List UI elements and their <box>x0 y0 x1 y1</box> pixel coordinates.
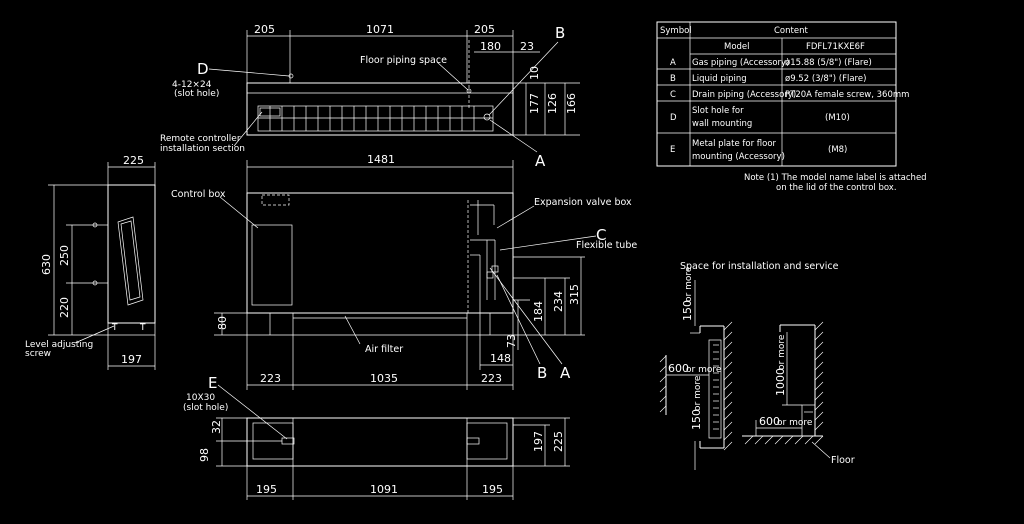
level-screw-label-1: Level adjusting <box>25 340 93 350</box>
dim-side-197: 197 <box>121 353 142 366</box>
slot-hole-label: (slot hole) <box>174 89 219 99</box>
row-d-symbol: D <box>670 113 677 123</box>
air-filter-label: Air filter <box>365 344 403 355</box>
dim-front-148: 148 <box>490 352 511 365</box>
dim-front-223b: 223 <box>481 372 502 385</box>
row-d-name-1: Slot hole for <box>692 106 744 116</box>
dim-front-315: 315 <box>568 284 581 305</box>
row-c-symbol: C <box>670 90 676 100</box>
row-b-name: Liquid piping <box>692 74 747 84</box>
marker-a-top: A <box>535 152 546 170</box>
remote-label-2: installation section <box>160 144 245 154</box>
row-e-value: (M8) <box>828 145 847 155</box>
bottom-view: 32 98 197 225 195 1091 195 E 10X30 (slot… <box>183 374 570 500</box>
dim-bottom-195a: 195 <box>256 483 277 496</box>
table-model-value: FDFL71KXE6F <box>806 42 865 52</box>
dim-side-250: 250 <box>58 245 71 266</box>
marker-a-front: A <box>560 364 571 382</box>
marker-d: D <box>197 60 209 78</box>
marker-c: C <box>596 226 606 244</box>
dim-top-177: 177 <box>528 93 541 114</box>
marker-b-top: B <box>555 24 565 42</box>
dim-top-180: 180 <box>480 40 501 53</box>
dim-top-166: 166 <box>565 93 578 114</box>
remote-label-1: Remote controller <box>160 134 241 144</box>
row-e-name-2: mounting (Accessory) <box>692 152 785 162</box>
dim-front-223a: 223 <box>260 372 281 385</box>
marker-e: E <box>208 374 217 392</box>
row-b-value: ø9.52 (3/8") (Flare) <box>785 74 866 84</box>
dim-service-150-top: 150 <box>681 300 694 321</box>
table-header-content: Content <box>774 26 808 36</box>
dim-top-23: 23 <box>520 40 534 53</box>
service-space: Space for installation and service <box>659 261 855 470</box>
note-line-2: on the lid of the control box. <box>776 183 897 193</box>
service-or-more-5: or more <box>777 418 813 428</box>
slot-hole-bottom-label: (slot hole) <box>183 403 228 413</box>
dim-top-1071: 1071 <box>366 23 394 36</box>
row-d-name-2: wall mounting <box>692 119 752 129</box>
side-view: 225 T T 630 250 220 197 Level adjusting … <box>25 154 156 370</box>
row-b-symbol: B <box>670 74 676 84</box>
row-a-value: ø15.88 (5/8") (Flare) <box>785 58 872 68</box>
row-c-value: PT20A female screw, 360mm <box>785 90 909 100</box>
dim-bottom-1091: 1091 <box>370 483 398 496</box>
service-or-more-2: or more <box>686 365 722 375</box>
slot-size-label: 10X30 <box>186 393 215 403</box>
dim-service-600b: 600 <box>759 415 780 428</box>
service-or-more-4: or more <box>777 334 787 370</box>
dim-front-73: 73 <box>505 334 518 348</box>
control-box-label: Control box <box>171 189 226 200</box>
dim-front-1481: 1481 <box>367 153 395 166</box>
front-view: 1481 80 223 <box>171 153 637 390</box>
row-a-symbol: A <box>670 58 676 68</box>
dim-bottom-98: 98 <box>198 448 211 462</box>
dim-service-150-bottom: 150 <box>690 409 703 430</box>
dim-front-80: 80 <box>216 316 229 330</box>
service-or-more-3: or more <box>693 375 703 411</box>
floor-piping-label: Floor piping space <box>360 55 447 66</box>
dim-service-600: 600 <box>668 362 689 375</box>
dim-service-1000: 1000 <box>774 368 787 396</box>
table-model-label: Model <box>724 42 750 52</box>
row-a-name: Gas piping (Accessory) <box>692 58 789 68</box>
dim-top-205a: 205 <box>254 23 275 36</box>
dim-front-184: 184 <box>532 301 545 322</box>
row-c-name: Drain piping (Accessory) <box>692 90 796 100</box>
dim-bottom-32: 32 <box>210 420 223 434</box>
floor-label: Floor <box>831 455 855 466</box>
expansion-valve-label: Expansion valve box <box>534 197 632 208</box>
dim-top-10: 10 <box>528 66 541 80</box>
marker-b-front: B <box>537 364 547 382</box>
note-line-1: Note (1) The model name label is attache… <box>744 173 927 183</box>
dim-top-126: 126 <box>546 93 559 114</box>
row-e-symbol: E <box>670 145 675 155</box>
screw-mark-1: T <box>111 323 118 333</box>
slot-hole-size: 4-12×24 <box>172 80 212 90</box>
dim-side-220: 220 <box>58 297 71 318</box>
dim-front-234: 234 <box>552 291 565 312</box>
dim-bottom-225: 225 <box>552 431 565 452</box>
screw-mark-2: T <box>139 323 146 333</box>
dim-top-205b: 205 <box>474 23 495 36</box>
row-e-name-1: Metal plate for floor <box>692 139 777 149</box>
dim-bottom-195b: 195 <box>482 483 503 496</box>
dim-bottom-197: 197 <box>532 431 545 452</box>
dim-front-1035: 1035 <box>370 372 398 385</box>
dim-side-225: 225 <box>123 154 144 167</box>
flexible-tube-label: Flexible tube <box>576 240 637 251</box>
service-or-more-1: or more <box>684 266 694 302</box>
top-view: 205 1071 205 180 23 10 177 126 166 D 4-1… <box>160 23 580 170</box>
service-title: Space for installation and service <box>680 261 839 272</box>
row-d-value: (M10) <box>825 113 850 123</box>
level-screw-label-2: screw <box>25 349 51 359</box>
dim-side-630: 630 <box>40 254 53 275</box>
table-header-symbol: Symbol <box>660 26 692 36</box>
spec-table: Symbol Content Model FDFL71KXE6F A Gas p… <box>656 21 927 193</box>
